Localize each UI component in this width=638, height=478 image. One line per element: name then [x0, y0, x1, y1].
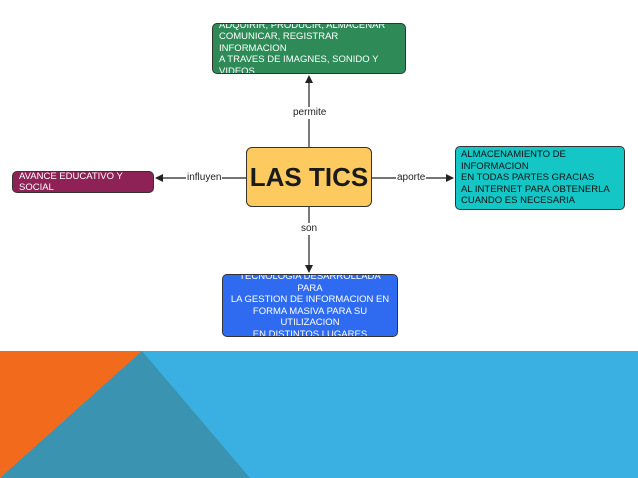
link-label-aporte: aporte	[396, 172, 427, 184]
link-label-influyen: influyen	[186, 172, 223, 184]
link-label-permite: permite	[292, 107, 328, 119]
footer-orange-triangle	[0, 351, 142, 478]
central-concept-label: LAS TICS	[249, 161, 369, 192]
link-label-son: son	[300, 223, 319, 235]
footer-decoration	[0, 351, 638, 478]
node-son-target: TECNOLOGIA DESARROLLADA PARA LA GESTION …	[222, 274, 398, 337]
node-aporte-target: ALMACENAMIENTO DE INFORMACION EN TODAS P…	[455, 146, 625, 210]
node-influyen-target: AVANCE EDUCATIVO Y SOCIAL	[12, 171, 154, 193]
node-permite-target: ADQUIRIR, PRODUCIR, ALMACENAR COMUNICAR,…	[212, 23, 406, 74]
central-concept: LAS TICS	[246, 147, 372, 207]
